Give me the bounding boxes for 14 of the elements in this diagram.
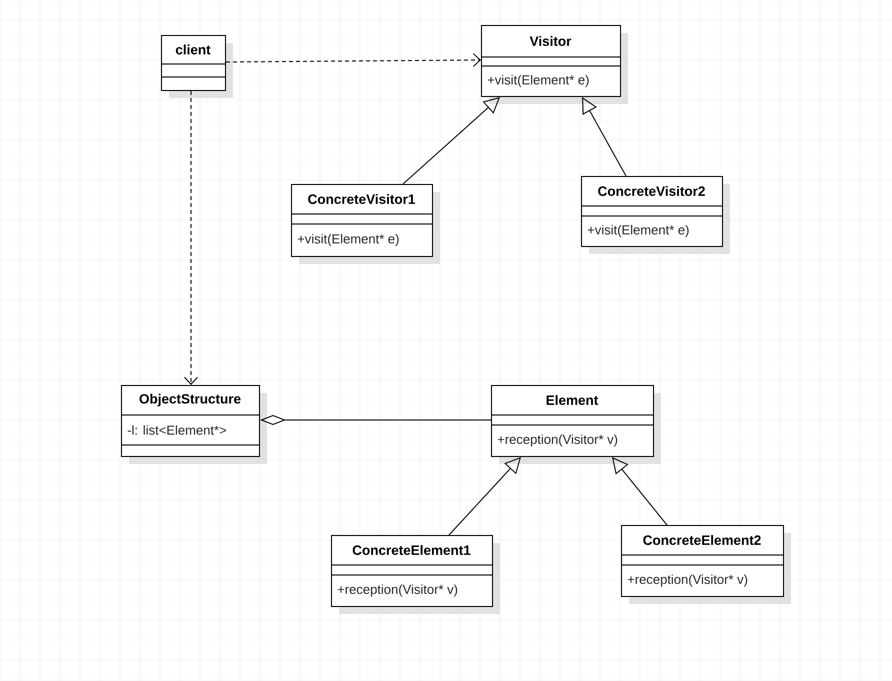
inheritance-arrow <box>612 457 668 526</box>
class-box: ConcreteVisitor2 +visit(Element* e) <box>580 176 730 254</box>
inheritance-arrow <box>448 457 521 536</box>
class-box: ConcreteVisitor1 +visit(Element* e) <box>290 184 440 264</box>
class-box: Element +reception(Visitor* v) <box>490 385 661 464</box>
inheritance-arrow <box>582 97 626 176</box>
inheritance-arrow <box>402 97 500 184</box>
class-box: client <box>160 35 233 98</box>
class-box: ConcreteElement2 +reception(Visitor* v) <box>620 525 791 604</box>
class-box: Visitor +visit(Element* e) <box>480 25 628 104</box>
class-box: ObjectStructure -l: list<Element*> <box>120 385 267 464</box>
dependency-arrow <box>184 90 198 385</box>
class-box: ConcreteElement1 +reception(Visitor* v) <box>330 535 500 614</box>
dependency-arrow <box>226 53 481 68</box>
